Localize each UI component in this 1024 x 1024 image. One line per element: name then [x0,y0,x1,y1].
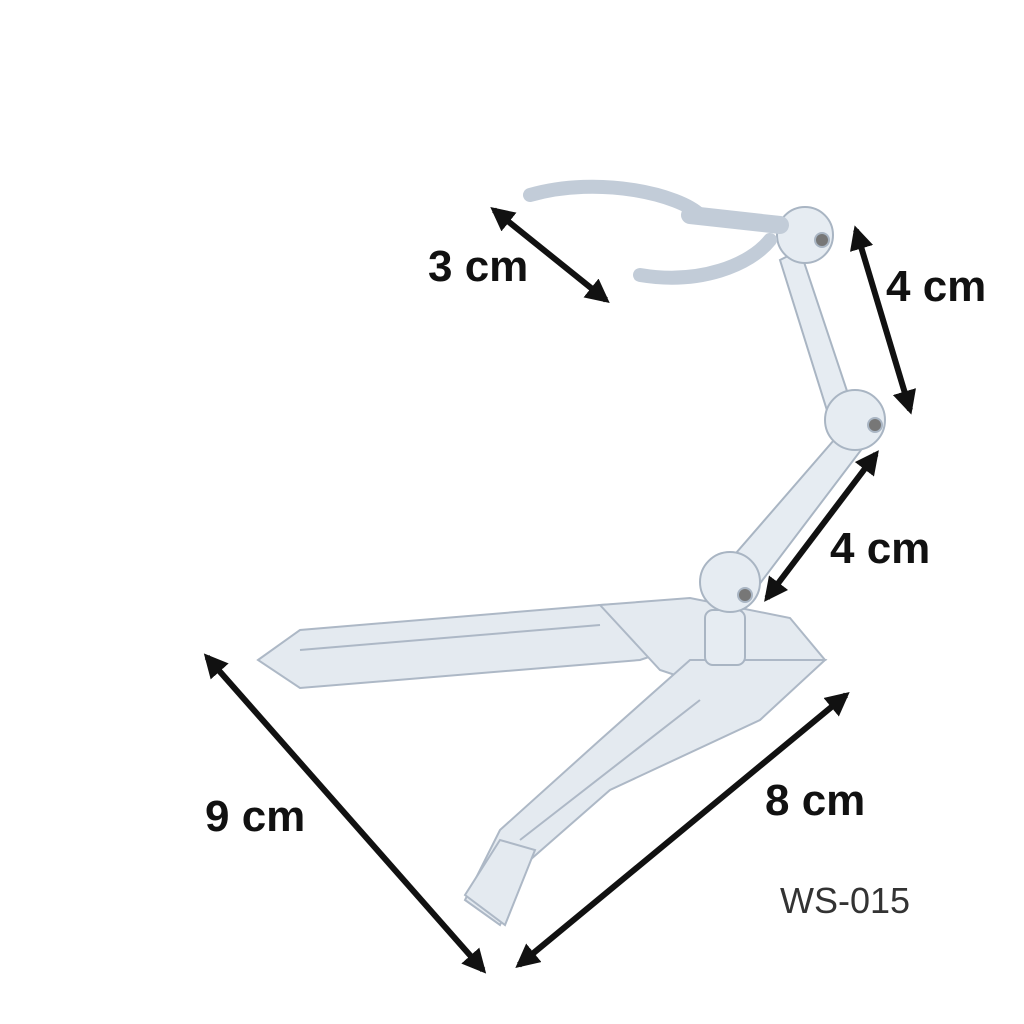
model-code: WS-015 [780,880,911,921]
dimension-arrows [203,206,916,974]
stand-clamp [523,179,789,285]
label-upper-arm: 4 cm [886,262,987,311]
label-lower-arm: 4 cm [830,524,931,573]
arrow-clamp-width [490,206,610,304]
arrow-lower-arm [764,450,879,602]
arrow-base-left [203,653,487,974]
label-base-left: 9 cm [205,792,306,841]
label-base-right: 8 cm [765,776,866,825]
arrow-base-right [515,691,850,969]
label-clamp-width: 3 cm [428,242,529,291]
stand-arm [699,206,886,666]
arrow-upper-arm [850,225,916,415]
